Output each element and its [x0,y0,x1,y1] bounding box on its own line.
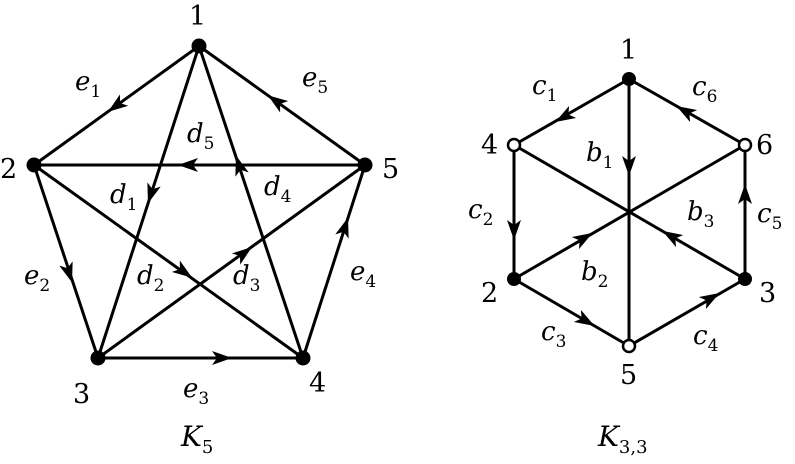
k5-edge-label-d3: d3 [233,261,260,296]
k33-vertex-2 [507,272,521,286]
k33-vertex-label-6: 6 [756,130,773,161]
k5-edge-e4 [301,163,367,360]
k5-edge-label-d1: d1 [110,180,137,215]
k5-vertex-label-5: 5 [382,154,399,185]
k33-vertex-1 [622,72,636,86]
k5-vertex-label-3: 3 [73,379,90,410]
k5-vertex-label-2: 2 [0,154,17,185]
k5-vertex-3 [90,350,106,366]
k5-edge-d4 [197,44,305,360]
k5-edge-label-e4: e4 [350,257,376,292]
k33-edge-c3 [512,277,631,348]
k33-edge-c6 [627,77,747,147]
k5-vertex-5 [357,157,373,173]
k33-edge-label-c2: c2 [468,195,493,230]
k33-title: K3,3 [597,420,648,458]
k33-edge-label-b1: b1 [586,138,613,173]
k5-edge-d3 [96,163,367,360]
k33-edge-label-c1: c1 [532,71,557,106]
k5-edge-e1 [32,44,201,167]
k5-edge-label-e3: e3 [183,374,209,409]
k5-edge-label-d2: d2 [137,261,164,296]
k33-vertex-3 [738,272,752,286]
k5-edge-label-d4: d4 [264,172,291,207]
k5-vertex-label-4: 4 [309,368,326,399]
k33-edge-b3 [512,143,747,281]
k5-edge-label-e2: e2 [24,261,50,296]
k5-edge-label-e1: e1 [75,67,101,102]
k5-edge-label-d5: d5 [187,119,214,154]
k5-edge-e2 [32,163,100,360]
k33-edge-label-c5: c5 [757,199,782,234]
k5-vertex-4 [295,350,311,366]
k33-vertex-label-1: 1 [620,35,637,66]
k5-vertex-2 [26,157,42,173]
k5-edge-e5 [197,44,367,167]
k33-edge-label-b3: b3 [687,197,714,232]
k5-vertex-1 [191,38,207,54]
k33-graph: 1 2 3 4 5 6 c1 c2 c3 c4 c5 c6 b1 b2 b3 K… [468,35,782,458]
k33-vertex-label-2: 2 [481,278,498,309]
k33-vertex-label-4: 4 [481,130,498,161]
k33-edge-label-b2: b2 [581,257,608,292]
k33-edge-label-c3: c3 [541,317,566,352]
k33-edge-label-c4: c4 [693,321,718,356]
k5-title: K5 [180,420,213,458]
k33-vertex-6 [737,137,753,153]
k5-edge-d2 [32,163,305,360]
k33-vertex-4 [506,137,522,153]
k33-vertex-5 [621,338,637,354]
k5-edge-label-e5: e5 [302,63,328,98]
k33-edge-c4 [627,277,747,348]
k33-vertex-label-5: 5 [620,360,637,391]
k33-edge-label-c6: c6 [692,72,717,107]
k5-vertex-label-1: 1 [189,1,206,32]
k5-graph: 1 2 3 4 5 e1 e2 e3 e4 e5 d1 d2 d3 d4 d5 … [0,1,399,458]
k33-vertex-label-3: 3 [759,278,776,309]
